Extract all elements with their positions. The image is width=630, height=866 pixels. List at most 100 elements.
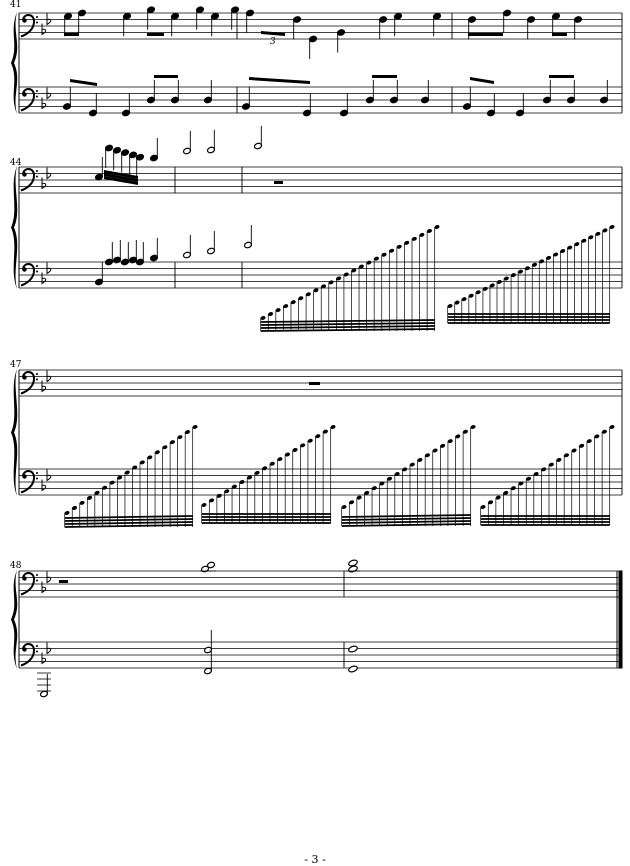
rests [59, 181, 320, 583]
run-notehead [539, 259, 545, 264]
run-notehead [254, 470, 260, 475]
run-notehead [402, 467, 408, 472]
bass-clef-dot [36, 477, 38, 480]
final-barline-thick [618, 570, 623, 669]
flat-icon [41, 581, 47, 594]
bass-clef-icon [20, 88, 36, 112]
run-notehead [305, 292, 311, 297]
run-notehead [560, 249, 566, 254]
run-notehead [434, 225, 440, 229]
beam [468, 33, 503, 36]
run-notehead [517, 269, 523, 274]
run-beam [260, 319, 435, 323]
barlines [18, 13, 623, 669]
bass-clef-icon [20, 572, 36, 596]
run-notehead [322, 429, 328, 434]
half-rest-icon [59, 580, 68, 583]
run-notehead [379, 481, 385, 486]
beam [372, 75, 397, 78]
run-notehead [373, 256, 380, 261]
run-notehead [315, 434, 321, 439]
flat-icon [46, 167, 52, 180]
run-notehead [292, 447, 298, 452]
run-notehead [328, 280, 334, 285]
run-notehead [209, 498, 215, 503]
run-notehead [177, 435, 183, 440]
run-notehead [447, 304, 453, 308]
run-notehead [239, 480, 245, 485]
notes: 3 [37, 6, 609, 698]
run-notehead [567, 245, 573, 250]
notehead [348, 559, 358, 567]
run-notehead [411, 236, 417, 241]
run-notehead [556, 457, 562, 462]
run-notehead [586, 439, 592, 444]
run-notehead [563, 453, 569, 458]
run-notehead [341, 505, 347, 509]
grand-staff-braces [11, 12, 18, 669]
run-notehead [503, 490, 509, 495]
flat-icon [46, 13, 52, 26]
run-notehead [290, 300, 296, 305]
flat-icon [41, 23, 47, 36]
bass-clef-dot [22, 375, 27, 380]
run-notehead [387, 476, 393, 481]
run-notehead [162, 445, 168, 450]
run-notehead [262, 466, 268, 471]
beam [552, 33, 567, 36]
flat-icon [41, 97, 47, 110]
run-notehead [495, 495, 501, 500]
run-notehead [462, 429, 468, 434]
run-notehead [268, 312, 274, 317]
run-notehead [394, 472, 400, 477]
beam [154, 75, 178, 78]
run-notehead [526, 476, 532, 481]
bass-clef-dot [36, 95, 38, 98]
bass-clef-icon [20, 263, 36, 287]
run-notehead [488, 500, 494, 505]
bass-clef-icon [20, 168, 36, 192]
run-notehead [541, 467, 547, 472]
run-notehead [94, 490, 100, 495]
run-notehead [404, 240, 410, 245]
bass-clef-dot [36, 170, 38, 172]
run-notehead [117, 475, 123, 480]
beam [147, 33, 164, 36]
run-beam [341, 517, 471, 521]
run-beam [260, 325, 435, 329]
run-notehead [609, 225, 615, 229]
beam [104, 176, 138, 185]
run-notehead [277, 457, 283, 462]
run-beam [64, 518, 193, 522]
bass-clef-dot [22, 647, 27, 652]
half-rest-icon [274, 181, 283, 184]
run-notehead [510, 486, 516, 491]
run-notehead [381, 252, 387, 257]
run-notehead [571, 448, 577, 453]
bass-clef-dot [22, 18, 27, 23]
measure-number-48: 48 [10, 561, 22, 571]
triplet-number: 3 [270, 37, 276, 47]
run-notehead [595, 231, 601, 236]
measure-number-47: 47 [10, 360, 22, 370]
run-notehead [455, 434, 461, 439]
beam [70, 79, 97, 86]
run-notehead [192, 425, 198, 429]
run-notehead [336, 276, 342, 281]
measure-number-44: 44 [10, 158, 22, 168]
beam [470, 77, 494, 84]
run-notehead [496, 279, 502, 284]
flat-icon [41, 380, 47, 393]
bass-clef-dot [36, 472, 38, 474]
run-notehead [139, 460, 145, 465]
run-notehead [154, 450, 160, 455]
beam [549, 75, 574, 78]
run-notehead [533, 472, 539, 477]
notehead [348, 665, 358, 673]
brace [11, 570, 18, 669]
run-notehead [313, 288, 319, 293]
bass-clef-dot [36, 270, 38, 273]
run-notehead [247, 475, 253, 480]
run-notehead [461, 297, 467, 302]
run-notehead [300, 443, 306, 448]
